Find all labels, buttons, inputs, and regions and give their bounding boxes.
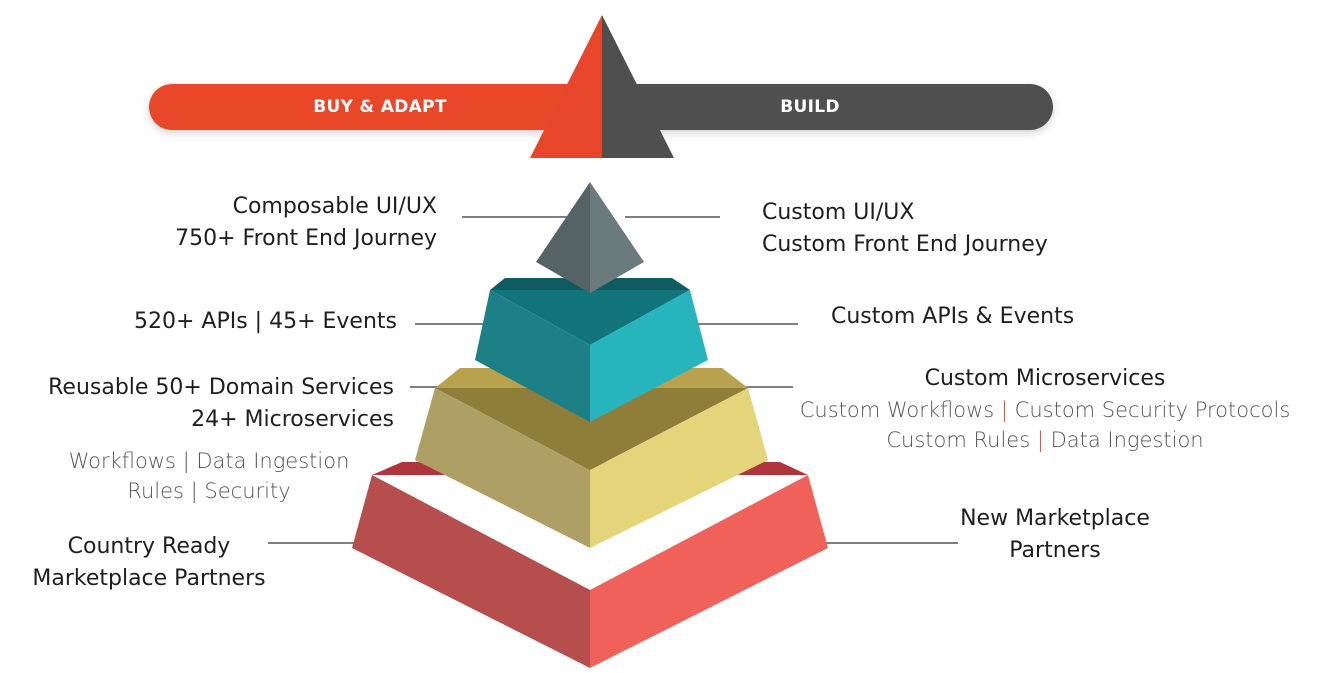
services-left-sub-2: Rules | Security [127,479,291,503]
marketplace-right-line-1: New Marketplace [960,506,1150,531]
ui-left-line-1: Composable UI/UX [232,194,437,219]
ui-right-line-1: Custom UI/UX [762,200,915,225]
services-left-line-1: Reusable 50+ Domain Services [48,375,394,400]
tier-api [475,278,708,422]
marketplace-left-line-1: Country Ready [67,534,231,559]
marketplace-left-label: Country Ready Marketplace Partners [10,531,288,595]
services-left-sub: Workflows | Data Ingestion Rules | Secur… [30,446,388,506]
buy-adapt-bar [149,84,602,130]
ui-left-line-2: 750+ Front End Journey [175,226,437,251]
build-bar [602,84,1053,130]
api-left-line-1: 520+ APIs | 45+ Events [134,309,397,334]
marketplace-left-line-2: Marketplace Partners [32,566,266,591]
build-label: BUILD [780,97,840,117]
ui-left-label: Composable UI/UX 750+ Front End Journey [175,191,437,255]
services-right-sub-2: Custom Rules | Data Ingestion [886,428,1204,452]
ui-right-label: Custom UI/UX Custom Front End Journey [762,197,1048,261]
services-right-line-1: Custom Microservices [924,366,1166,391]
services-left-label: Reusable 50+ Domain Services 24+ Microse… [48,372,394,436]
buy-adapt-label: BUY & ADAPT [313,97,447,117]
services-left-sub-1: Workflows | Data Ingestion [68,449,350,473]
services-left-line-2: 24+ Microservices [191,407,394,432]
services-right-sub: Custom Workflows | Custom Security Proto… [760,395,1330,455]
api-left-label: 520+ APIs | 45+ Events [134,306,397,338]
ui-right-line-2: Custom Front End Journey [762,232,1048,257]
marketplace-right-label: New Marketplace Partners [915,503,1195,567]
tier-ui [536,182,644,293]
api-right-line-1: Custom APIs & Events [831,304,1075,329]
api-right-label: Custom APIs & Events [831,301,1074,333]
buy-build-banner [149,84,1053,130]
balance-arrow [530,15,674,158]
services-right-label: Custom Microservices [760,363,1330,395]
marketplace-right-line-2: Partners [1009,538,1101,563]
services-right-sub-1: Custom Workflows | Custom Security Proto… [799,398,1291,422]
